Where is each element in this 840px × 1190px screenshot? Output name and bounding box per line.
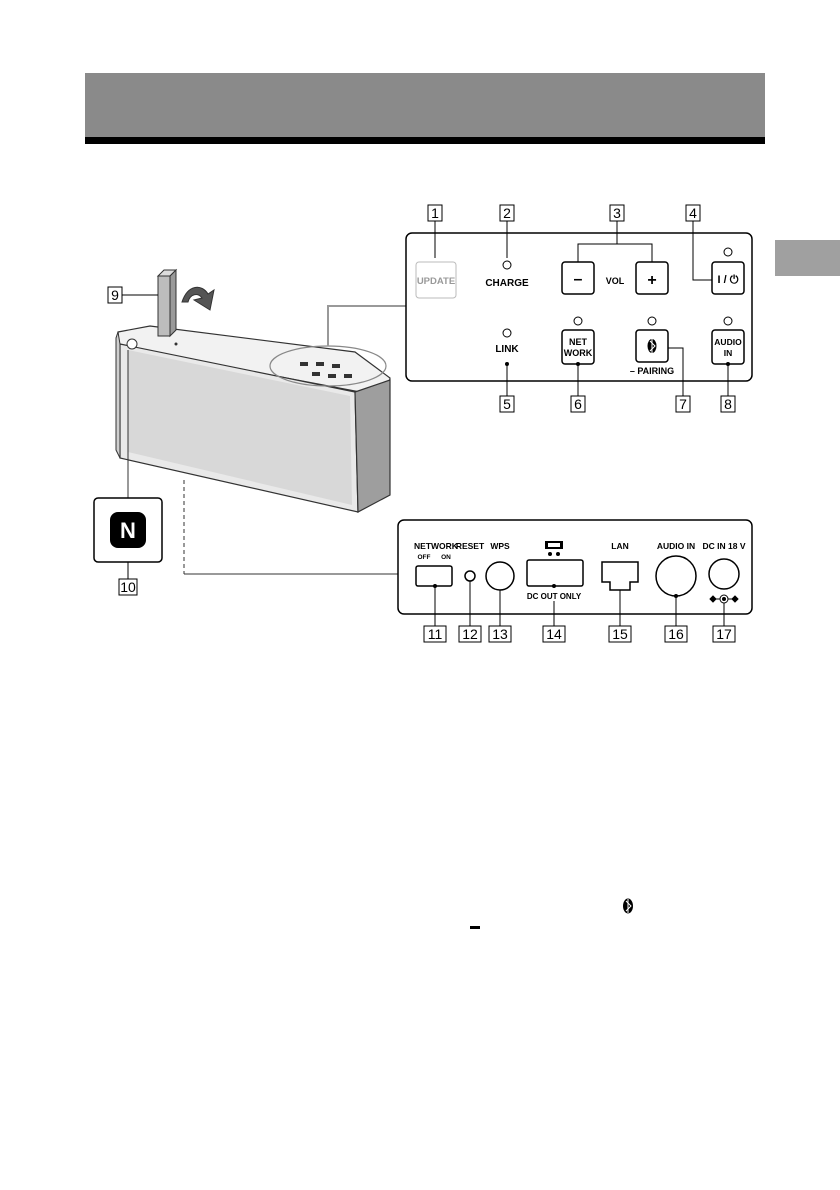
svg-text:AUDIO: AUDIO bbox=[714, 337, 742, 347]
svg-text:UPDATE: UPDATE bbox=[417, 276, 455, 287]
svg-text:IN: IN bbox=[724, 348, 733, 358]
svg-text:2: 2 bbox=[503, 205, 511, 221]
svg-text:10: 10 bbox=[120, 579, 136, 595]
svg-text:N: N bbox=[120, 518, 136, 543]
svg-text:–: – bbox=[574, 271, 583, 288]
svg-text:5: 5 bbox=[503, 396, 511, 412]
svg-text:1: 1 bbox=[431, 205, 439, 221]
svg-text:15: 15 bbox=[612, 626, 628, 642]
svg-text:9: 9 bbox=[111, 287, 119, 303]
callout-9: 9 bbox=[107, 286, 158, 304]
svg-text:AUDIO IN: AUDIO IN bbox=[657, 541, 695, 551]
svg-text:CHARGE: CHARGE bbox=[485, 278, 529, 289]
power-icon: I / ⏻ bbox=[718, 273, 739, 286]
svg-text:4: 4 bbox=[689, 205, 697, 221]
bluetooth-icon bbox=[623, 898, 633, 914]
svg-text:11: 11 bbox=[428, 626, 443, 642]
speaker-illustration bbox=[115, 268, 406, 575]
svg-text:+: + bbox=[647, 272, 656, 289]
bluetooth-icon bbox=[647, 339, 657, 353]
svg-text:14: 14 bbox=[546, 626, 562, 642]
svg-text:3: 3 bbox=[613, 205, 621, 221]
rear-panel-diagram: NETWORK OFF ON RESET WPS DC OUT ONLY LAN… bbox=[397, 519, 753, 643]
svg-text:VOL: VOL bbox=[606, 276, 625, 286]
section-header-band bbox=[85, 73, 765, 137]
stray-minus-mark bbox=[470, 926, 480, 929]
svg-text:7: 7 bbox=[679, 396, 687, 412]
nfc-mark: N 10 bbox=[93, 497, 163, 596]
svg-text:13: 13 bbox=[492, 626, 508, 642]
svg-text:RESET: RESET bbox=[456, 541, 485, 551]
polarity-icon bbox=[709, 594, 739, 604]
svg-text:17: 17 bbox=[716, 626, 732, 642]
arrow-icon bbox=[181, 286, 215, 311]
svg-text:6: 6 bbox=[574, 396, 582, 412]
svg-text:NETWORK: NETWORK bbox=[414, 541, 459, 551]
section-header-rule bbox=[85, 137, 765, 144]
svg-text:DC IN 18 V: DC IN 18 V bbox=[703, 541, 746, 551]
svg-text:WORK: WORK bbox=[564, 348, 593, 358]
usb-icon bbox=[545, 541, 563, 556]
nfc-icon bbox=[110, 512, 146, 548]
svg-text:ON: ON bbox=[441, 554, 451, 561]
svg-text:LINK: LINK bbox=[495, 344, 519, 355]
svg-text:12: 12 bbox=[462, 626, 478, 642]
svg-text:NET: NET bbox=[569, 337, 588, 347]
svg-text:LAN: LAN bbox=[611, 541, 628, 551]
svg-text:– PAIRING: – PAIRING bbox=[630, 366, 674, 376]
svg-text:DC OUT ONLY: DC OUT ONLY bbox=[527, 592, 582, 601]
svg-text:OFF: OFF bbox=[418, 554, 431, 561]
svg-text:8: 8 bbox=[724, 396, 732, 412]
svg-text:WPS: WPS bbox=[490, 541, 510, 551]
top-panel-diagram: 1 2 3 4 UPDATE CHARGE – VOL + I / ⏻ LINK bbox=[405, 204, 753, 413]
side-thumb-tab bbox=[775, 240, 840, 276]
svg-text:16: 16 bbox=[668, 626, 684, 642]
